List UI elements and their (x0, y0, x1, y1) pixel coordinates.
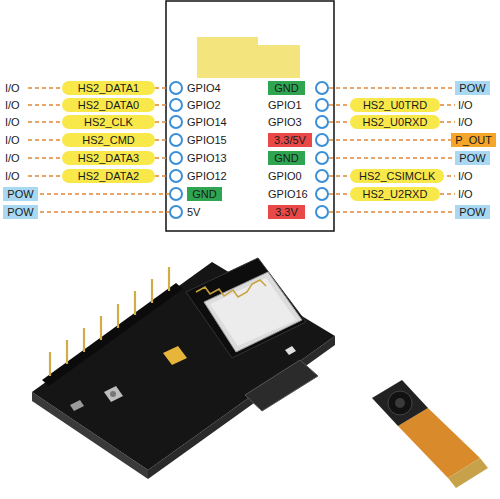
leader-lines (28, 88, 455, 212)
pin-label: GND (274, 82, 298, 94)
pin-label: HS2_CSIMCLK (359, 170, 435, 182)
pin-name: 5V (187, 205, 200, 219)
pin-label: HS2_U0TRD (363, 99, 427, 111)
signal-tag: HS2_DATA3 (62, 151, 155, 165)
ground-pin: GND (187, 187, 222, 201)
power-tag: POW (455, 81, 490, 95)
io-type: I/O (5, 115, 20, 129)
pin-label: POW (459, 82, 485, 94)
pin-name: GPIO0 (268, 169, 302, 183)
pin-label: HS2_U2RXD (363, 188, 428, 200)
pin-name: GPIO16 (268, 187, 308, 201)
pin-label: POW (459, 152, 485, 164)
signal-tag: HS2_U0RXD (350, 115, 440, 129)
pin-label: POW (7, 188, 33, 200)
pin-label: HS2_CLK (84, 116, 133, 128)
header-block (258, 45, 300, 78)
pin-name: GPIO3 (268, 115, 302, 129)
io-type: I/O (5, 151, 20, 165)
pin-label: HS2_DATA2 (78, 170, 139, 182)
io-type: I/O (5, 169, 20, 183)
pin-label: POW (7, 206, 33, 218)
io-type: I/O (5, 133, 20, 147)
pin-name: GPIO13 (187, 151, 227, 165)
signal-tag: HS2_DATA1 (62, 81, 155, 95)
signal-tag: HS2_CSIMCLK (350, 169, 444, 183)
pin-label: 3.3/5V (274, 134, 306, 146)
power-pin: 3.3/5V (268, 133, 312, 147)
power-tag: POW (3, 187, 38, 201)
header-block (197, 37, 258, 78)
pin-label: HS2_DATA0 (78, 99, 139, 111)
power-tag: POW (455, 205, 490, 219)
pin-label: GND (192, 188, 216, 200)
pin-label: HS2_CMD (82, 134, 135, 146)
pin-label: HS2_DATA3 (78, 152, 139, 164)
power-pin: 3.3V (268, 205, 305, 219)
pin-name: GPIO1 (268, 98, 302, 112)
signal-tag: HS2_DATA2 (62, 169, 155, 183)
power-tag: POW (455, 151, 490, 165)
io-type: I/O (458, 98, 473, 112)
pin-label: GND (274, 152, 298, 164)
power-out-tag: P_OUT (451, 133, 496, 147)
signal-tag: HS2_CLK (62, 115, 155, 129)
pin-name: GPIO15 (187, 133, 227, 147)
pin-name: GPIO14 (187, 115, 227, 129)
ground-pin: GND (268, 81, 305, 95)
ground-pin: GND (268, 151, 305, 165)
pin-name: GPIO12 (187, 169, 227, 183)
camera-illustration (372, 380, 488, 488)
pin-name: GPIO4 (187, 81, 221, 95)
pin-label: HS2_U0RXD (363, 116, 428, 128)
signal-tag: HS2_CMD (62, 133, 155, 147)
io-type: I/O (5, 81, 20, 95)
pin-label: P_OUT (455, 134, 492, 146)
pin-label: 3.3V (275, 206, 298, 218)
pin-name: GPIO2 (187, 98, 221, 112)
pin-circles (170, 82, 328, 218)
pin-label: HS2_DATA1 (78, 82, 139, 94)
pin-label: POW (459, 206, 485, 218)
io-type: I/O (458, 169, 473, 183)
io-type: I/O (458, 187, 473, 201)
signal-tag: HS2_U2RXD (350, 187, 440, 201)
io-type: I/O (5, 98, 20, 112)
io-type: I/O (458, 115, 473, 129)
board-outline (166, 1, 334, 231)
board-illustration (32, 258, 335, 479)
signal-tag: HS2_DATA0 (62, 98, 155, 112)
signal-tag: HS2_U0TRD (350, 98, 440, 112)
power-tag: POW (3, 205, 38, 219)
